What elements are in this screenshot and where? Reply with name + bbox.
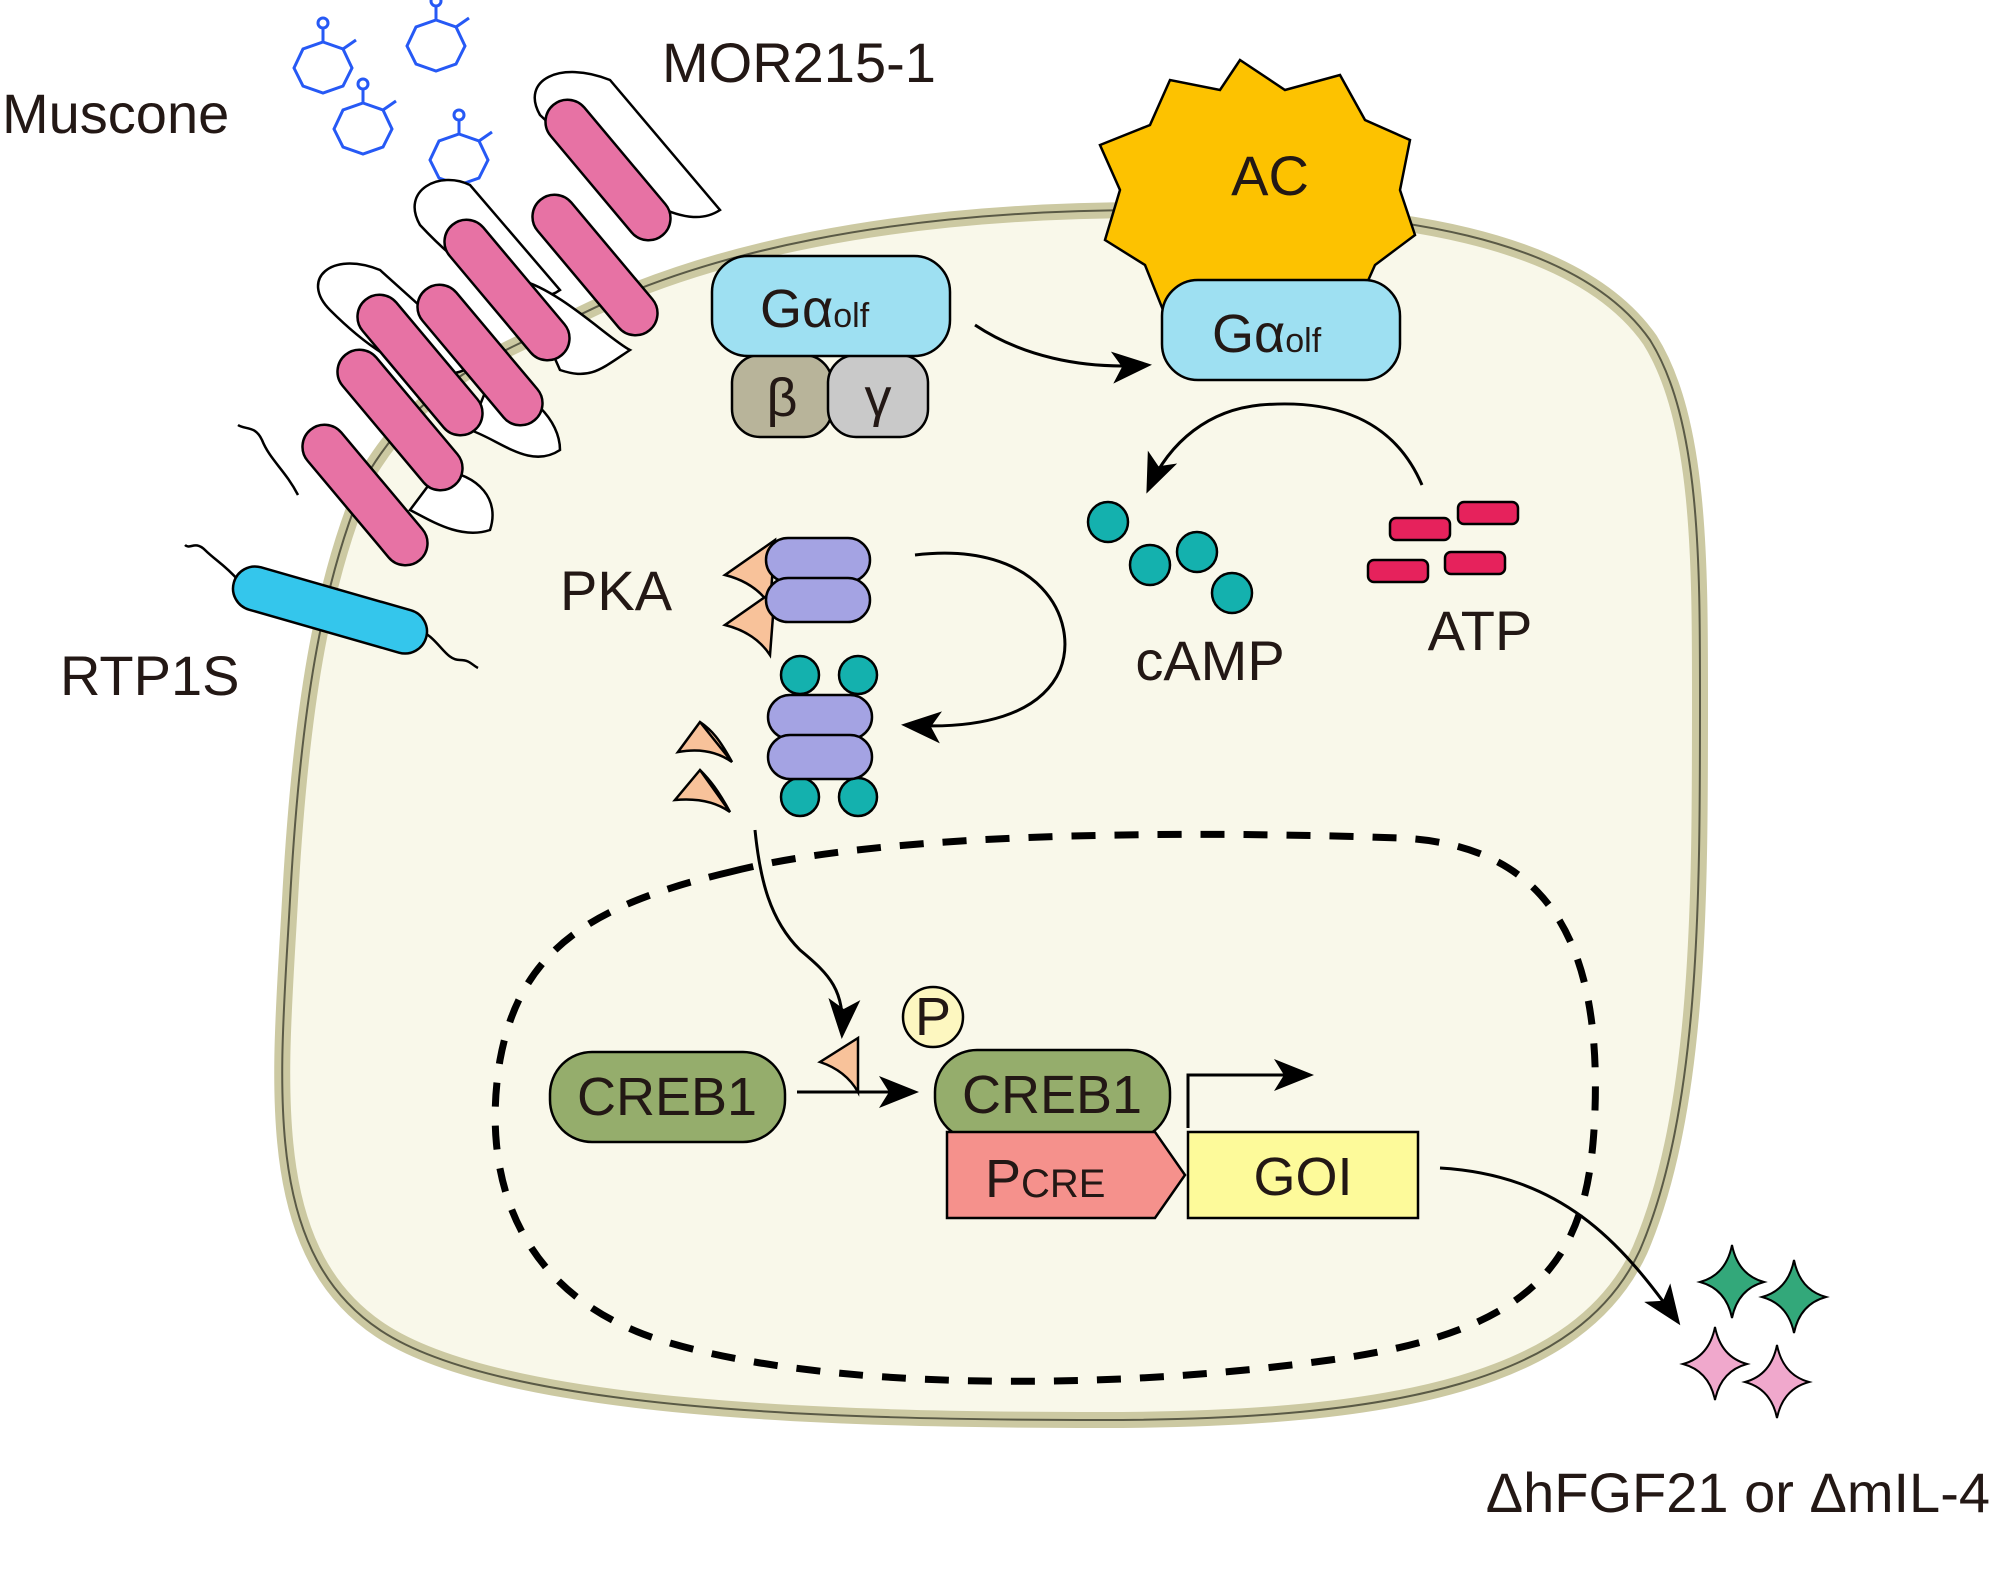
receptor-helix xyxy=(336,348,464,492)
pcre-label: PCRE xyxy=(985,1149,1105,1209)
camp-circle xyxy=(1128,543,1172,587)
muscone-molecule-icon xyxy=(292,16,358,95)
galpha-olf-ac xyxy=(1160,278,1402,382)
muscone-molecule-icon xyxy=(405,0,471,73)
arrow-pka-to-nucleus xyxy=(753,829,861,1039)
pka-catalytic-free xyxy=(672,720,734,814)
arrow-goi-to-output xyxy=(1439,1166,1681,1326)
nucleus-boundary xyxy=(491,830,1599,1385)
muscone-molecule-icon xyxy=(332,77,398,156)
creb1-active: CREB1 xyxy=(933,1048,1172,1142)
rtp1s-label: RTP1S xyxy=(60,644,239,707)
galpha-label: Gαolf xyxy=(760,279,870,339)
receptor-mor215-1 xyxy=(301,98,672,567)
creb1-inactive: CREB1 xyxy=(548,1050,787,1144)
galpha-olf-receptor xyxy=(710,254,952,358)
promoter-pcre: PCRE xyxy=(945,1130,1187,1220)
camp-molecules xyxy=(1086,500,1254,615)
receptor-tail xyxy=(237,423,300,496)
camp-label: cAMP xyxy=(1135,629,1284,692)
beta-label: β xyxy=(766,368,797,428)
atp-bar xyxy=(1366,558,1430,584)
pka-regulatory-camp xyxy=(766,654,879,818)
receptor-label: MOR215-1 xyxy=(662,31,936,94)
pka-label: PKA xyxy=(560,559,673,622)
atp-bar xyxy=(1388,516,1452,542)
receptor-helix xyxy=(416,283,544,427)
receptor-helix xyxy=(443,218,571,362)
camp-circle xyxy=(1210,571,1254,615)
camp-circle xyxy=(1175,530,1219,574)
adenylyl-cyclase: AC xyxy=(1098,58,1417,337)
muscone-label: Muscone xyxy=(2,82,229,145)
galpha-label: Gαolf xyxy=(1212,304,1322,364)
pka-catalytic-icon xyxy=(722,587,777,659)
pka-regulatory-bar xyxy=(764,576,872,624)
pka-inactive xyxy=(722,536,872,659)
star-green-icon xyxy=(1758,1259,1830,1334)
g-protein-complex: Gαolf β γ xyxy=(710,254,952,439)
camp-circle xyxy=(1086,500,1130,544)
arrow-pka-activation xyxy=(901,551,1067,744)
muscone-molecules xyxy=(292,0,494,187)
camp-circle xyxy=(837,776,879,818)
pka-regulatory-bar xyxy=(766,733,874,781)
atp-bar xyxy=(1443,550,1507,576)
cell-membrane-outline xyxy=(281,208,1701,1422)
pka-catalytic-icon xyxy=(675,720,734,764)
camp-circle xyxy=(779,654,821,696)
pka-regulatory-bar xyxy=(766,693,874,741)
goi-label: GOI xyxy=(1253,1147,1352,1207)
phosphate-circle xyxy=(901,985,965,1049)
arrow-transcription-start xyxy=(1186,1059,1314,1128)
pka-catalytic-icon xyxy=(672,768,732,814)
atp-molecules xyxy=(1366,500,1520,584)
star-pink-icon xyxy=(1679,1326,1751,1401)
pka-regulatory-bar xyxy=(764,536,872,584)
star-green-icon xyxy=(1696,1244,1768,1319)
camp-circle xyxy=(837,654,879,696)
galpha-olf-ac-complex: Gαolf xyxy=(1160,278,1402,382)
secreted-proteins xyxy=(1679,1244,1830,1419)
muscone-molecule-icon xyxy=(428,108,494,187)
rtp1s-bar xyxy=(231,565,429,655)
gamma-label: γ xyxy=(865,368,892,428)
phosphate-label: P xyxy=(915,987,951,1047)
atp-bar xyxy=(1456,500,1520,526)
camp-circle xyxy=(779,776,821,818)
gene-of-interest: GOI xyxy=(1186,1130,1420,1220)
star-pink-icon xyxy=(1741,1344,1813,1419)
receptor-helix xyxy=(301,423,429,567)
creb1-label: CREB1 xyxy=(577,1067,757,1127)
rtp1s xyxy=(184,543,479,670)
creb1-label: CREB1 xyxy=(962,1065,1142,1125)
arrow-galpha-translocation xyxy=(974,323,1152,384)
receptor-helix xyxy=(531,193,659,337)
atp-label: ATP xyxy=(1428,599,1533,662)
receptor-helix xyxy=(356,293,484,437)
arrow-atp-to-camp xyxy=(1146,402,1424,494)
output-label: ΔhFGF21 or ΔmIL-4 xyxy=(1486,1461,1990,1524)
receptor-helix xyxy=(544,98,672,242)
ac-label: AC xyxy=(1231,144,1309,207)
